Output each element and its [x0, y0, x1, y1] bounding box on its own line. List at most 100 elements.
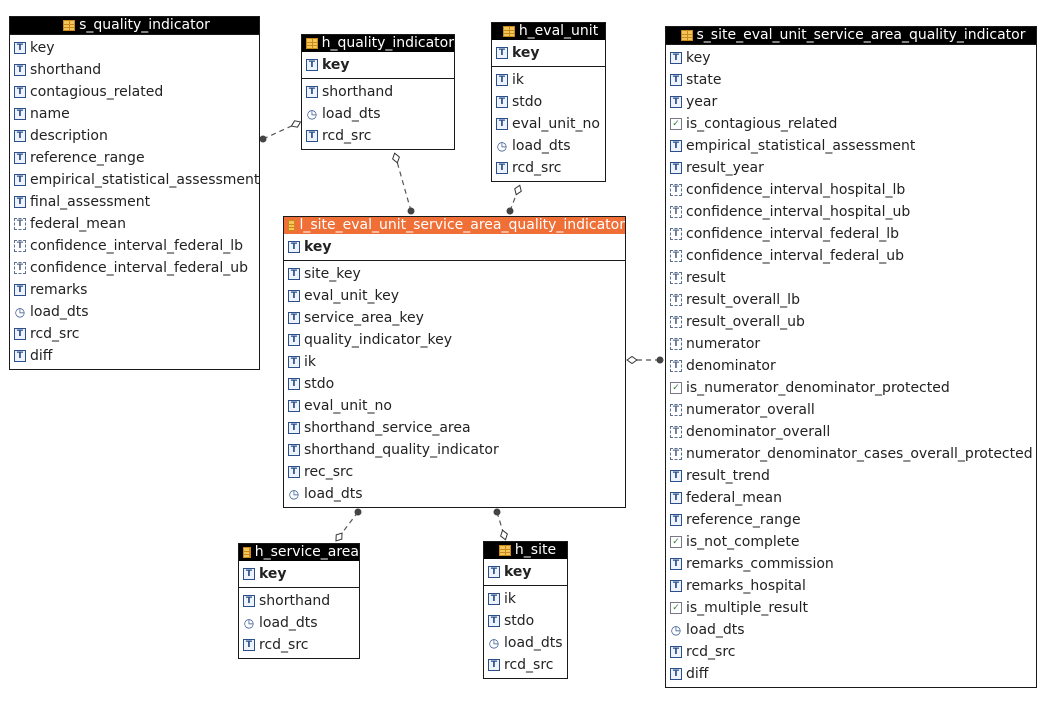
relationship-l_site_eval_unit_service_area_quality_indicator-to-h_service_area[interactable]	[333, 508, 362, 544]
field-row[interactable]: ◷load_dts	[10, 301, 259, 323]
entity-title-bar[interactable]: l_site_eval_unit_service_area_quality_in…	[284, 217, 625, 234]
field-row[interactable]: ◷load_dts	[666, 619, 1036, 641]
field-row[interactable]: ◷load_dts	[239, 612, 359, 634]
relationship-l_site_eval_unit_service_area_quality_indicator-to-h_eval_unit[interactable]	[506, 184, 524, 215]
field-name: key	[30, 40, 55, 56]
field-row[interactable]: ✓is_not_complete	[666, 531, 1036, 553]
relationship-l_site_eval_unit_service_area_quality_indicator-to-h_quality_indicator[interactable]	[391, 152, 415, 215]
field-row[interactable]: ◷load_dts	[284, 483, 625, 505]
entity-title-bar[interactable]: s_quality_indicator	[10, 17, 259, 34]
entity-s-site-eval-unit-service-area-quality-indicator[interactable]: s_site_eval_unit_service_area_quality_in…	[665, 26, 1037, 688]
entity-title-bar[interactable]: s_site_eval_unit_service_area_quality_in…	[666, 27, 1036, 44]
field-row[interactable]: ◷load_dts	[492, 135, 605, 157]
entity-title-bar[interactable]: h_eval_unit	[492, 23, 605, 40]
field-name: result	[686, 270, 726, 286]
text-field-icon: T	[14, 108, 26, 120]
field-name: reference_range	[30, 150, 145, 166]
entity-title-bar[interactable]: h_site	[484, 542, 567, 559]
entity-title-bar[interactable]: h_quality_indicator	[302, 35, 454, 52]
relationship-l_site_eval_unit_service_area_quality_indicator-to-h_site[interactable]	[493, 508, 509, 541]
relationship-s_site_eval_unit_service_area_quality_indicator-to-l_site_eval_unit_service_area_quality_indicator[interactable]	[626, 355, 664, 365]
text-field-icon: T	[488, 593, 500, 605]
field-row[interactable]: ✓is_contagious_related	[666, 113, 1036, 135]
field-row[interactable]: ✓is_multiple_result	[666, 597, 1036, 619]
entity-title-bar[interactable]: h_service_area	[239, 544, 359, 561]
entity-l-site-eval-unit-service-area-quality-indicator[interactable]: l_site_eval_unit_service_area_quality_in…	[283, 216, 626, 508]
field-row[interactable]: ◷load_dts	[484, 632, 567, 654]
field-row[interactable]: ◷load_dts	[302, 103, 454, 125]
field-row[interactable]: ✓is_numerator_denominator_protected	[666, 377, 1036, 399]
relationship-s_quality_indicator-to-h_quality_indicator[interactable]	[259, 119, 303, 143]
